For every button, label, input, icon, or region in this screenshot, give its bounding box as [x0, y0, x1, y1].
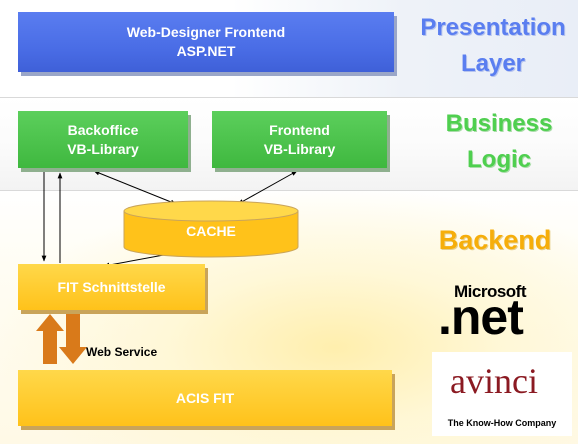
business-logic-label: Business Logic: [424, 106, 574, 178]
fit-schnittstelle-label: FIT Schnittstelle: [57, 278, 166, 295]
layer-divider: [0, 97, 578, 98]
acis-fit-label: ACIS FIT: [175, 389, 235, 406]
business-logic-label-line-2: Logic: [467, 146, 531, 173]
microsoft-net-logo: Microsoft .net: [436, 280, 566, 345]
web-service-label: Web Service: [86, 345, 158, 359]
backend-label: Backend: [438, 225, 552, 255]
backoffice-cache-connector: [93, 170, 177, 205]
net-wordmark: .net: [438, 289, 524, 345]
fit-schnittstelle-box: FIT Schnittstelle: [18, 264, 205, 310]
cache-label: CACHE: [186, 223, 236, 239]
avinci-tagline: The Know-How Company: [447, 418, 557, 428]
web-designer-frontend-line-2: ASP.NET: [176, 43, 236, 59]
business-logic-label-line-1: Business: [445, 110, 553, 137]
presentation-layer-label-line-2: Layer: [460, 50, 526, 77]
backoffice-line-1: Backoffice: [67, 121, 139, 138]
avinci-wordmark: avinci: [450, 361, 538, 401]
backoffice-library-box: Backoffice VB-Library: [18, 111, 188, 168]
microsoft-wordmark: Microsoft: [454, 282, 527, 301]
acis-fit-box: ACIS FIT: [18, 370, 392, 426]
presentation-layer-label: Presentation Layer: [408, 10, 578, 82]
frontend-line-2: VB-Library: [263, 140, 336, 157]
web-designer-frontend-box: Web-Designer Frontend ASP.NET: [18, 12, 394, 72]
frontend-line-1: Frontend: [269, 121, 330, 138]
web-service-double-arrow: [36, 314, 87, 364]
frontend-cache-connector: [237, 170, 298, 205]
web-designer-frontend-line-1: Web-Designer Frontend: [126, 24, 286, 40]
presentation-layer-label-line-1: Presentation: [420, 14, 566, 41]
avinci-logo: avinci The Know-How Company: [432, 352, 572, 436]
cache-cylinder: [123, 200, 299, 258]
backoffice-line-2: VB-Library: [67, 140, 139, 157]
frontend-library-box: Frontend VB-Library: [212, 111, 387, 168]
